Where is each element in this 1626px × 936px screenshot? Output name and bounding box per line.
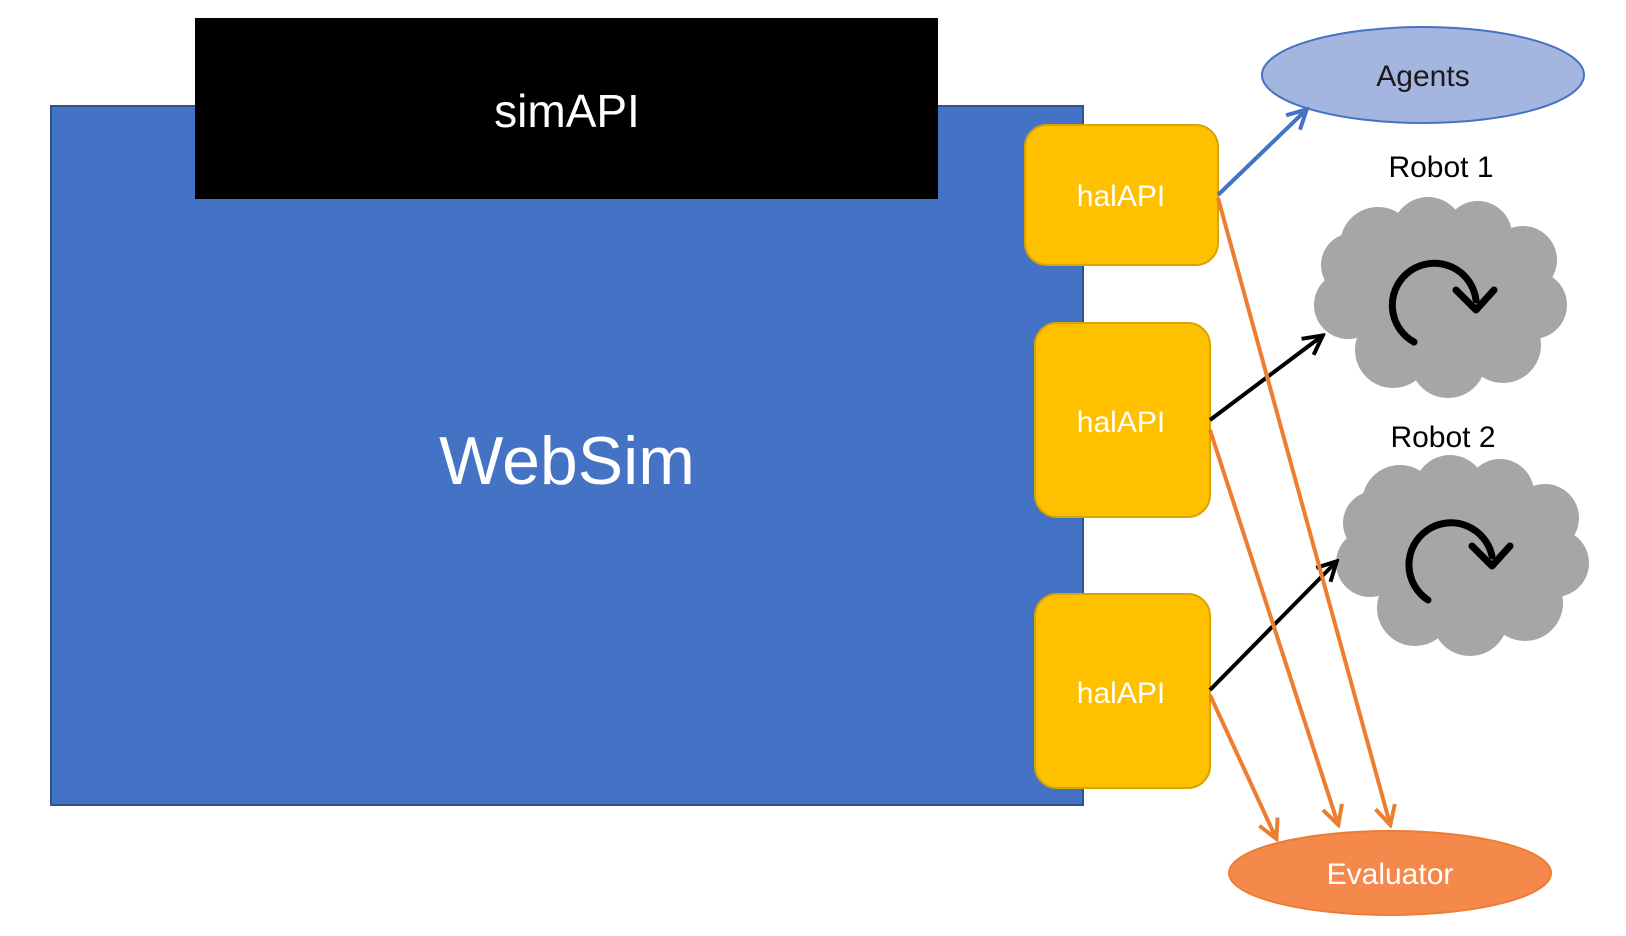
halapi-label-1: halAPI xyxy=(1077,180,1165,213)
evaluator-node xyxy=(1228,830,1552,916)
halapi-box-3 xyxy=(1034,593,1211,789)
halapi-label-3: halAPI xyxy=(1077,677,1165,710)
arrow-halapi3-to-evaluator xyxy=(1208,694,1276,838)
halapi-label-2: halAPI xyxy=(1077,406,1165,439)
robot-1-cloud-icon xyxy=(1314,197,1567,398)
robot-2-cloud-icon xyxy=(1336,455,1589,656)
arrow-halapi2-to-evaluator xyxy=(1208,429,1338,824)
websim-box xyxy=(50,105,1084,806)
agents-label: Agents xyxy=(1376,60,1469,93)
robot-2-refresh-icon xyxy=(1405,519,1514,604)
robot-2-label: Robot 2 xyxy=(1390,421,1495,454)
robot-1-refresh-icon xyxy=(1388,259,1498,346)
simapi-box xyxy=(195,18,938,199)
evaluator-label: Evaluator xyxy=(1327,858,1454,891)
robot-1-label: Robot 1 xyxy=(1388,151,1493,184)
arrow-halapi1-to-evaluator xyxy=(1216,197,1390,824)
agents-node xyxy=(1261,26,1585,124)
websim-label: WebSim xyxy=(439,423,695,499)
simapi-label: simAPI xyxy=(494,85,640,137)
arrow-halapi1-to-agents xyxy=(1216,110,1306,197)
